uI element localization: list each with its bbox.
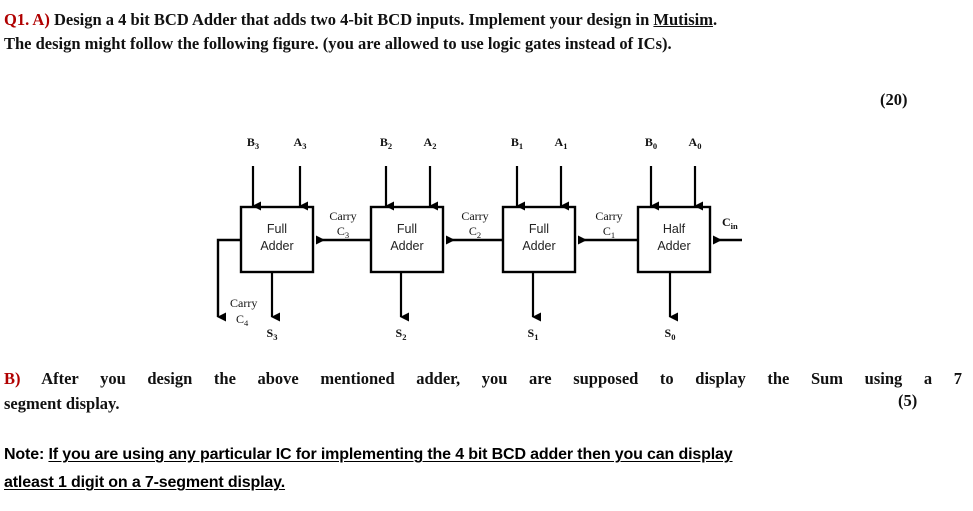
question-a-label: Q1. A) — [4, 10, 50, 29]
carry-in-signal: Cin — [713, 215, 742, 245]
input-label-a2: A2 — [424, 135, 437, 151]
adder-block-2-line1: Full — [397, 222, 417, 236]
carry-label-c2: C2 — [469, 224, 481, 240]
input-labels: B3 A3 B2 A2 B1 A1 B0 A0 — [247, 135, 702, 151]
adder-block-3-line2: Adder — [260, 239, 293, 253]
adder-block-1: Full Adder — [501, 205, 577, 274]
carry-out-signal: Carry C4 — [216, 238, 257, 328]
question-b-text: B) After you design the above mentioned … — [4, 366, 962, 416]
question-a-line-1: Q1. A) Design a 4 bit BCD Adder that add… — [4, 8, 964, 32]
question-b-line1-body: After you design the above mentioned add… — [20, 369, 962, 388]
note-line2-body: atleast 1 digit on a 7-segment display. — [4, 474, 286, 491]
carry-label-c2-word: Carry — [461, 209, 488, 223]
carry-in-label: Cin — [722, 215, 738, 231]
bcd-adder-block-diagram: Full Adder Full Adder Full Adder Half Ad… — [0, 120, 973, 350]
adder-block-1-line1: Full — [529, 222, 549, 236]
adder-block-3-line1: Full — [267, 222, 287, 236]
adder-block-2-line2: Adder — [390, 239, 423, 253]
adder-block-0: Half Adder — [636, 205, 712, 274]
adder-block-0-line2: Adder — [657, 239, 690, 253]
sum-label-s3: S3 — [267, 326, 278, 342]
question-a-line1-before: Design a 4 bit BCD Adder that adds two 4… — [49, 10, 654, 29]
note-line-2: atleast 1 digit on a 7-segment display. — [4, 469, 944, 497]
carry-label-c3-word: Carry — [329, 209, 356, 223]
question-b-line-1: B) After you design the above mentioned … — [4, 366, 962, 391]
input-arrows — [251, 166, 703, 211]
sum-outputs: S3 S2 S1 S0 — [267, 272, 678, 342]
sum-label-s0: S0 — [665, 326, 676, 342]
input-label-a3: A3 — [294, 135, 307, 151]
question-a-software-name: Mutisim — [653, 10, 714, 29]
note-label: Note: — [4, 446, 49, 463]
question-a-marks: (20) — [880, 90, 908, 109]
carry-label-c1: C1 — [603, 224, 615, 240]
question-a-text: Q1. A) Design a 4 bit BCD Adder that add… — [4, 8, 964, 56]
question-a-line1-after: . — [713, 10, 718, 29]
carry-label-c3: C3 — [337, 224, 349, 240]
carry-label-c1-word: Carry — [595, 209, 622, 223]
adder-block-2: Full Adder — [369, 205, 445, 274]
question-b-marks: (5) — [898, 391, 918, 410]
question-a-line-2: The design might follow the following fi… — [4, 34, 672, 53]
input-label-b2: B2 — [380, 135, 392, 151]
input-label-a1: A1 — [555, 135, 568, 151]
question-b-label: B) — [4, 369, 21, 388]
question-b-line-2: segment display. — [4, 394, 120, 413]
sum-label-s2: S2 — [396, 326, 407, 342]
input-label-b0: B0 — [645, 135, 657, 151]
note-line-1: Note: If you are using any particular IC… — [4, 441, 944, 469]
input-label-b3: B3 — [247, 135, 259, 151]
adder-block-1-line2: Adder — [522, 239, 555, 253]
adder-block-3: Full Adder — [239, 205, 315, 274]
carry-labels: Carry C3 Carry C2 Carry C1 — [329, 209, 622, 240]
input-label-b1: B1 — [511, 135, 523, 151]
note-line1-body: If you are using any particular IC for i… — [48, 446, 733, 463]
carry-out-label-word: Carry — [230, 296, 257, 310]
note-text: Note: If you are using any particular IC… — [4, 441, 944, 497]
input-label-a0: A0 — [689, 135, 702, 151]
adder-block-0-line1: Half — [663, 222, 686, 236]
carry-out-label-c4: C4 — [236, 312, 249, 328]
sum-label-s1: S1 — [528, 326, 539, 342]
